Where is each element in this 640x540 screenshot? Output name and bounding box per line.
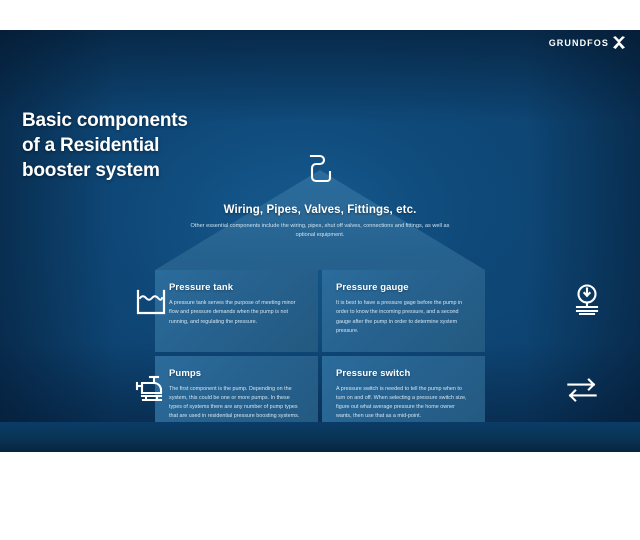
card-title: Pressure switch	[336, 367, 411, 379]
card-title: Pumps	[169, 367, 202, 379]
roof-description: Other essential components include the w…	[190, 223, 450, 238]
card-body: A pressure switch is needed to tell the …	[336, 385, 467, 420]
presentation-slide: Basic components of a Residential booste…	[0, 30, 640, 452]
card-pressure-tank[interactable]: Pressure tank A pressure tank serves the…	[155, 270, 318, 352]
grundfos-x-icon	[612, 36, 626, 50]
card-body: A pressure tank serves the purpose of me…	[169, 300, 296, 325]
card-title: Pressure tank	[169, 282, 234, 293]
page-title: Basic components of a Residential booste…	[22, 108, 262, 183]
roof-title: Wiring, Pipes, Valves, Fittings, etc.	[223, 204, 417, 216]
house-diagram: Wiring, Pipes, Valves, Fittings, etc. Ot…	[155, 152, 485, 437]
components-grid: Pressure tank A pressure tank serves the…	[155, 270, 485, 437]
pump-icon	[131, 368, 171, 408]
roof-text-block: Wiring, Pipes, Valves, Fittings, etc. Ot…	[155, 204, 485, 239]
bidirectional-arrows-icon	[562, 370, 602, 410]
card-body: It is best to have a pressure gage befor…	[336, 300, 463, 334]
card-pressure-gauge[interactable]: Pressure gauge It is best to have a pres…	[322, 270, 485, 352]
pressure-gauge-icon	[567, 280, 607, 320]
card-body: The first component is the pump. Dependi…	[169, 385, 300, 420]
grundfos-logo: GRUNDFOS	[549, 36, 626, 50]
card-title: Pressure gauge	[336, 282, 409, 293]
footer-bar	[0, 422, 640, 452]
page-title-line-1: Basic components	[22, 110, 188, 131]
page-title-line-3: booster system	[22, 160, 160, 182]
water-tank-icon	[131, 282, 171, 322]
pipe-bend-icon	[305, 152, 337, 186]
page-title-line-2: of a Residential	[22, 135, 160, 157]
logo-wordmark: GRUNDFOS	[548, 38, 609, 48]
